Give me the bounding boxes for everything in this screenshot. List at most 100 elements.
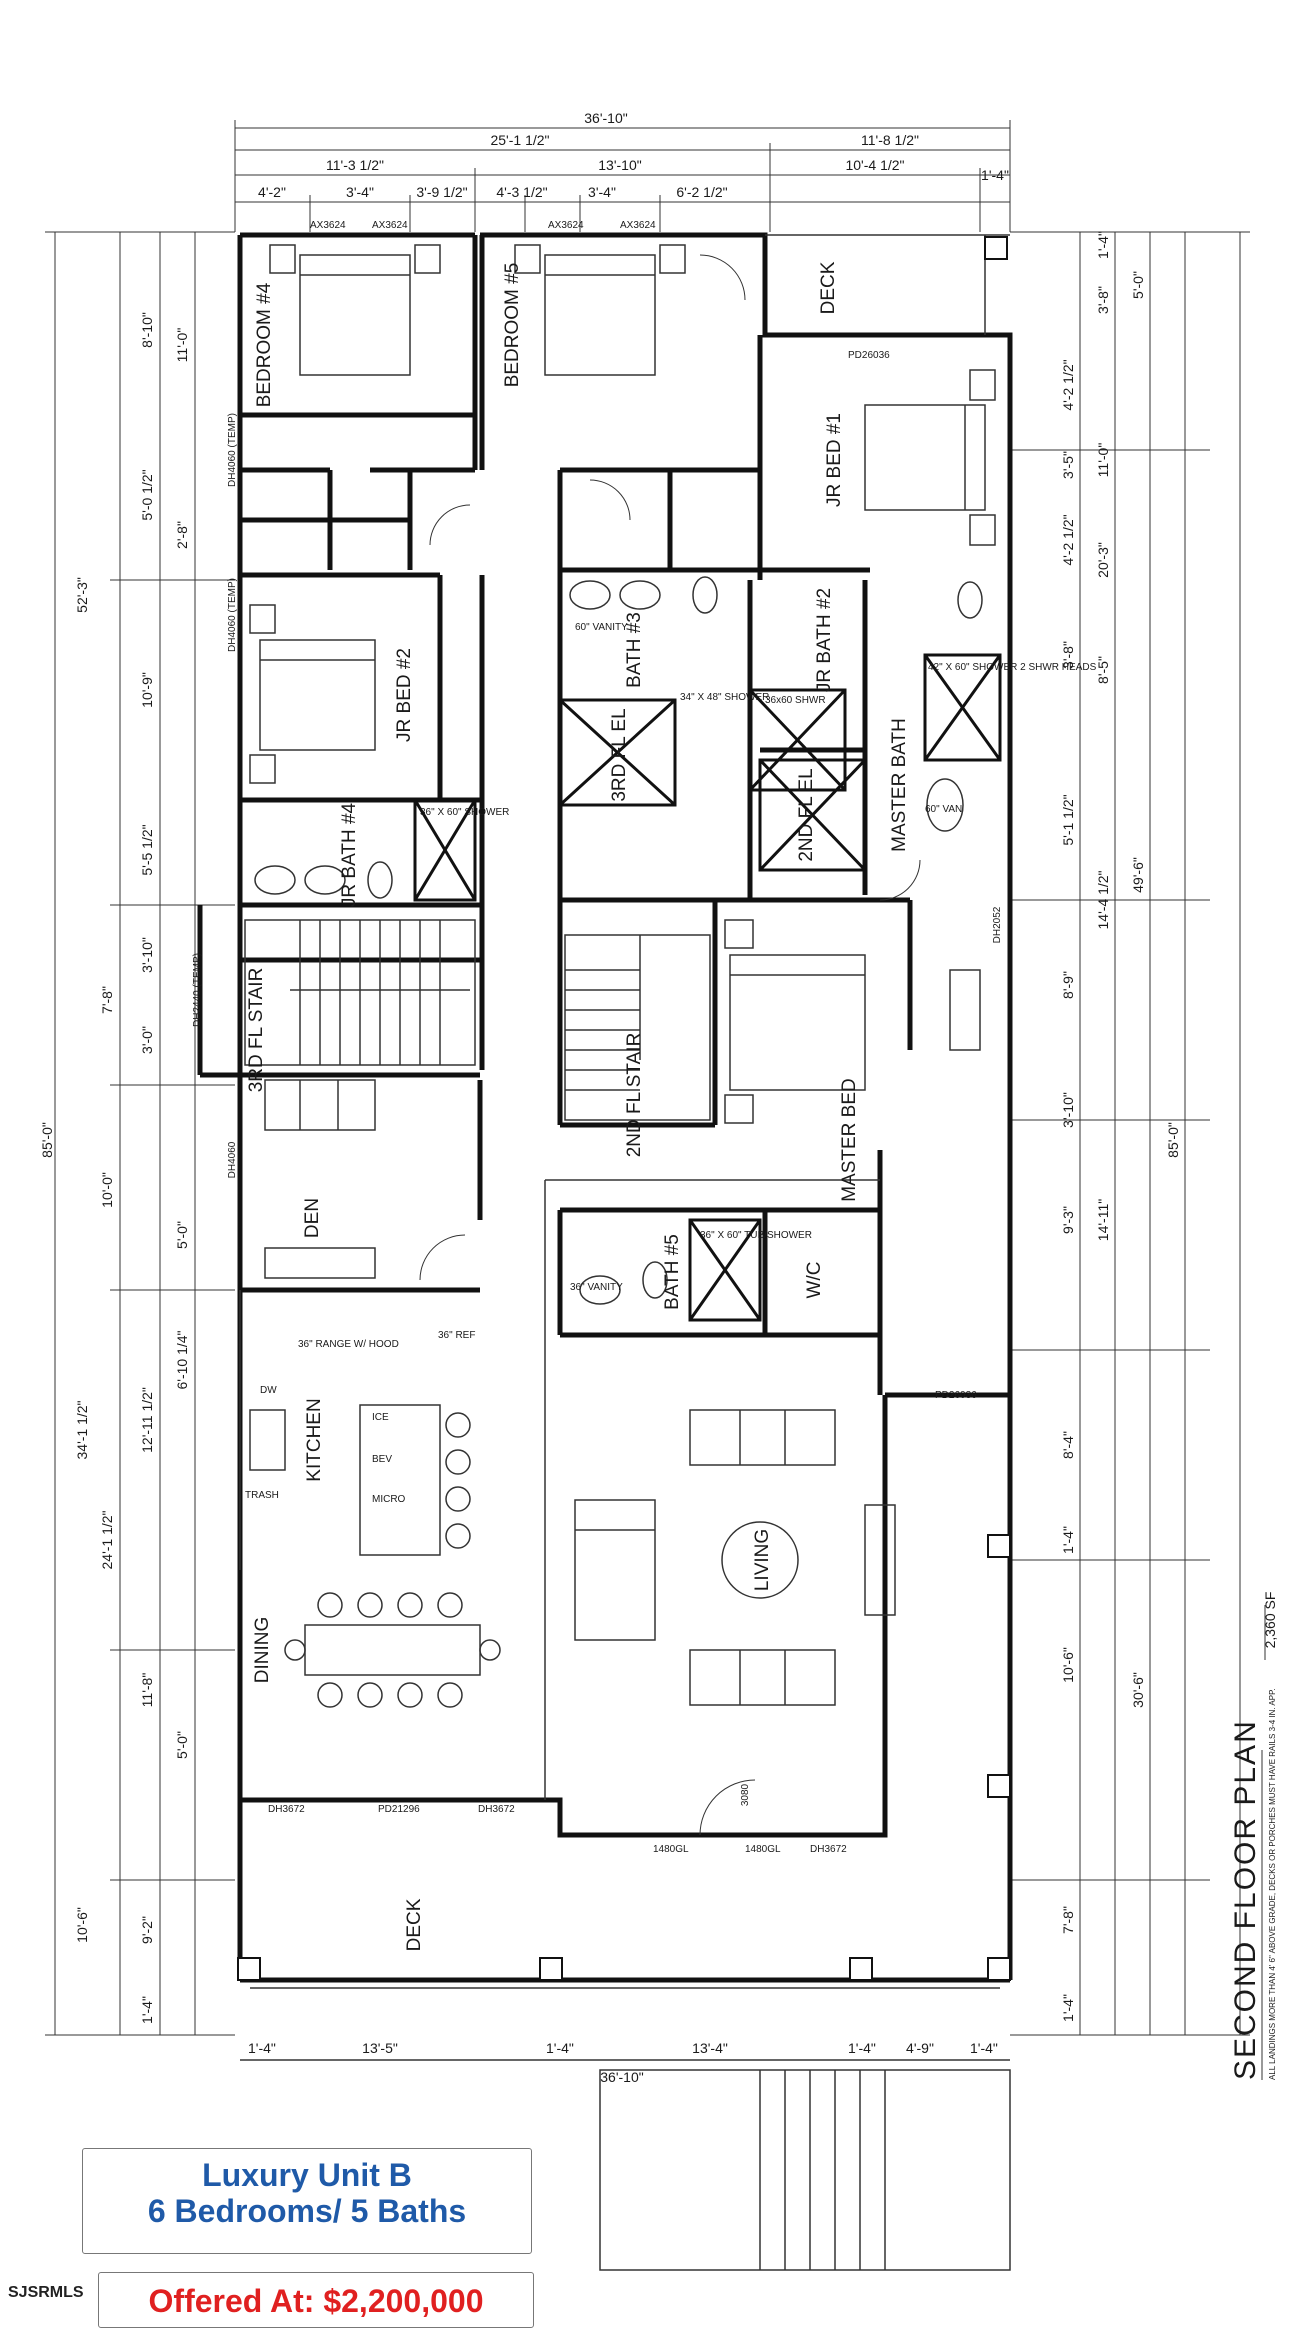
svg-text:DW: DW	[260, 1385, 277, 1396]
room-label-2nd-fl-el: 2ND FL EL	[796, 768, 817, 861]
unit-name: Luxury Unit B	[202, 2157, 412, 2193]
room-label-master-bath: MASTER BATH	[889, 718, 910, 852]
svg-text:3'-10": 3'-10"	[1060, 1092, 1076, 1128]
room-label-deck-upper: DECK	[818, 261, 839, 314]
svg-text:36" X 60" SHOWER: 36" X 60" SHOWER	[420, 807, 509, 818]
room-label-den: DEN	[302, 1198, 323, 1238]
svg-text:52'-3": 52'-3"	[74, 577, 90, 613]
svg-text:1480GL: 1480GL	[745, 1844, 781, 1855]
svg-text:1'-4": 1'-4"	[546, 2040, 574, 2056]
svg-text:3080: 3080	[740, 1783, 751, 1806]
svg-text:11'-0": 11'-0"	[1095, 443, 1111, 478]
svg-text:8'-9": 8'-9"	[1060, 971, 1076, 999]
svg-text:8'-5": 8'-5"	[1095, 656, 1111, 684]
svg-text:1'-4": 1'-4"	[139, 1996, 155, 2024]
svg-text:4'-2 1/2": 4'-2 1/2"	[1060, 359, 1076, 410]
room-label-jr-bath-4: JR BATH #4	[339, 802, 360, 907]
door-swings	[419, 254, 921, 1836]
stairs	[244, 919, 711, 1121]
svg-text:DH3672: DH3672	[810, 1844, 847, 1855]
svg-text:85'-0": 85'-0"	[1165, 1122, 1181, 1158]
svg-text:5'-0": 5'-0"	[1130, 271, 1146, 299]
room-label-2nd-fl-stair: 2ND FL STAIR	[624, 1033, 645, 1158]
svg-text:7'-8": 7'-8"	[99, 986, 115, 1014]
room-label-wc: W/C	[804, 1262, 825, 1299]
svg-text:DH2052: DH2052	[992, 906, 1003, 943]
plan-note: ALL LANDINGS MORE THAN 4' 6" ABOVE GRADE…	[1268, 1688, 1277, 2080]
svg-text:49'-6": 49'-6"	[1130, 857, 1146, 893]
dim-overall-width: 36'-10"	[584, 110, 627, 126]
svg-text:DH4060 (TEMP): DH4060 (TEMP)	[227, 413, 238, 487]
svg-text:9'-3": 9'-3"	[1060, 1206, 1076, 1234]
svg-text:AX3624: AX3624	[310, 220, 346, 231]
svg-text:2'-8": 2'-8"	[174, 521, 190, 549]
svg-text:1'-4": 1'-4"	[248, 2040, 276, 2056]
svg-text:4'-9": 4'-9"	[906, 2040, 934, 2056]
svg-text:11'-8 1/2": 11'-8 1/2"	[861, 132, 919, 148]
room-label-bedroom-4: BEDROOM #4	[254, 282, 275, 407]
svg-text:85'-0": 85'-0"	[39, 1122, 55, 1158]
svg-text:6'-2 1/2": 6'-2 1/2"	[676, 184, 727, 200]
svg-text:DH2440 (TEMP): DH2440 (TEMP)	[192, 953, 203, 1027]
svg-text:10'-4 1/2": 10'-4 1/2"	[845, 157, 904, 173]
svg-text:60" VANITY: 60" VANITY	[575, 622, 628, 633]
dimension-lines-top	[234, 120, 1011, 232]
svg-text:8'-10": 8'-10"	[139, 312, 155, 348]
svg-text:10'-0": 10'-0"	[99, 1172, 115, 1208]
room-label-deck-lower: DECK	[404, 1898, 425, 1951]
room-label-living: LIVING	[752, 1529, 773, 1591]
svg-text:1'-4": 1'-4"	[970, 2040, 998, 2056]
dimension-labels-right: 5'-0" 1'-4" 3'-8" 4'-2 1/2" 3'-5" 11'-0"…	[1060, 231, 1181, 2022]
price-card: Offered At: $2,200,000	[98, 2272, 534, 2328]
svg-text:PD26036: PD26036	[935, 1390, 977, 1401]
svg-text:9'-2": 9'-2"	[139, 1916, 155, 1944]
svg-text:DH4060 (TEMP): DH4060 (TEMP)	[227, 578, 238, 652]
svg-text:30'-6": 30'-6"	[1130, 1672, 1146, 1708]
svg-text:DH3672: DH3672	[478, 1804, 515, 1815]
svg-text:3'-8": 3'-8"	[1060, 641, 1076, 669]
room-label-dining: DINING	[252, 1617, 273, 1684]
unit-info-card: Luxury Unit B 6 Bedrooms/ 5 Baths	[82, 2148, 532, 2254]
svg-text:DH3672: DH3672	[268, 1804, 305, 1815]
room-label-bedroom-5: BEDROOM #5	[502, 263, 523, 388]
svg-text:5'-0 1/2": 5'-0 1/2"	[139, 469, 155, 520]
svg-text:5'-0": 5'-0"	[174, 1731, 190, 1759]
elevators-showers	[413, 653, 1002, 1322]
room-label-3rd-fl-el: 3RD FL EL	[609, 708, 630, 801]
svg-text:4'-3 1/2": 4'-3 1/2"	[496, 184, 547, 200]
svg-text:13'-5": 13'-5"	[362, 2040, 398, 2056]
dimension-labels-top: 36'-10" 25'-1 1/2" 11'-8 1/2" 11'-3 1/2"…	[258, 110, 1009, 200]
svg-text:3'-4": 3'-4"	[588, 184, 616, 200]
dim-overall-width-bottom: 36'-10"	[600, 2069, 643, 2085]
room-label-bath-5: BATH #5	[662, 1234, 683, 1310]
svg-text:11'-8": 11'-8"	[139, 1673, 155, 1708]
svg-text:36" RANGE W/ HOOD: 36" RANGE W/ HOOD	[298, 1339, 399, 1350]
svg-text:AX3624: AX3624	[548, 220, 584, 231]
fixture-notes: AX3624 AX3624 AX3624 AX3624 PD26036 DH40…	[192, 220, 1097, 1855]
room-label-jr-bath-2: JR BATH #2	[814, 588, 835, 692]
svg-text:5'-1 1/2": 5'-1 1/2"	[1060, 794, 1076, 845]
plan-title: SECOND FLOOR PLAN	[1229, 1719, 1262, 2080]
svg-text:36x60 SHWR: 36x60 SHWR	[765, 695, 826, 706]
svg-text:ICE: ICE	[372, 1412, 389, 1423]
dimension-labels-bottom: 1'-4" 13'-5" 1'-4" 13'-4" 1'-4" 4'-9" 1'…	[248, 2040, 998, 2085]
plan-area: 2,360 SF	[1262, 1592, 1278, 1649]
svg-text:1'-4": 1'-4"	[1060, 1994, 1076, 2022]
svg-text:20'-3": 20'-3"	[1095, 542, 1111, 578]
svg-text:AX3624: AX3624	[620, 220, 656, 231]
dimension-labels-left: 8'-10" 11'-0" 5'-0 1/2" 2'-8" 10'-9" 5'-…	[39, 312, 190, 2024]
svg-text:24'-1 1/2": 24'-1 1/2"	[99, 1510, 115, 1569]
columns	[237, 236, 1011, 1981]
room-label-master-bed: MASTER BED	[839, 1078, 860, 1202]
mls-watermark: SJSRMLS	[8, 2284, 84, 2301]
room-label-bath-3: BATH #3	[624, 612, 645, 688]
room-label-kitchen: KITCHEN	[304, 1398, 325, 1481]
svg-text:AX3624: AX3624	[372, 220, 408, 231]
svg-text:DH4060: DH4060	[227, 1141, 238, 1178]
svg-text:7'-8": 7'-8"	[1060, 1906, 1076, 1934]
svg-text:PD26036: PD26036	[848, 350, 890, 361]
room-label-jr-bed-2: JR BED #2	[394, 648, 415, 742]
svg-text:5'-5 1/2": 5'-5 1/2"	[139, 824, 155, 875]
svg-text:36" X 60" TUB/SHOWER: 36" X 60" TUB/SHOWER	[700, 1230, 812, 1241]
